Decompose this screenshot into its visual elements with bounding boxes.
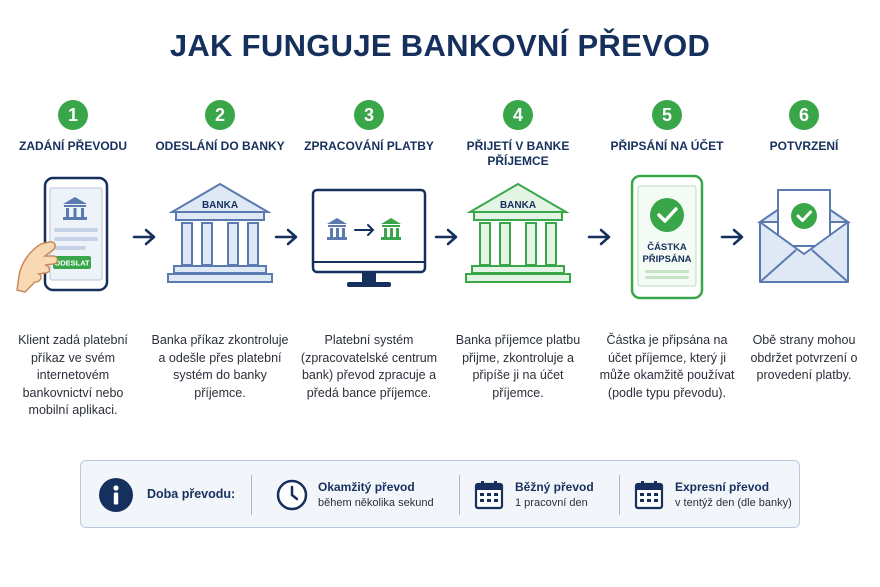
- step-description: Banka příjemce platbu přijme, zkontroluj…: [455, 333, 581, 400]
- option-title: Okamžitý převod: [318, 480, 415, 494]
- option-express: Expresní převod v tentýž den (dle banky): [633, 475, 793, 515]
- bank-building-icon: BANKA: [150, 172, 290, 302]
- step-label: PŘIJETÍ V BANKE PŘÍJEMCE: [466, 139, 570, 168]
- arrow-right-icon: [585, 225, 615, 249]
- step-1: 1 ZADÁNÍ PŘEVODU ODESLAT Klient zadá pla…: [3, 100, 143, 417]
- page-title: JAK FUNGUJE BANKOVNÍ PŘEVOD: [169, 28, 711, 63]
- computer-monitor-icon: [299, 172, 439, 302]
- clock-icon: [276, 479, 308, 511]
- step-2: 2 ODESLÁNÍ DO BANKY BANKA Banka příkaz z…: [150, 100, 290, 400]
- step-number: 6: [789, 100, 819, 130]
- step-3: 3 ZPRACOVÁNÍ PLATBY: [299, 100, 439, 400]
- step-number: 3: [354, 100, 384, 130]
- option-instant: Okamžitý převod během několika sekund: [276, 475, 446, 515]
- option-title: Expresní převod: [675, 480, 770, 494]
- bank-sign: BANKA: [202, 200, 238, 211]
- arrow-right-icon: [130, 225, 160, 249]
- step-label: POTVRZENÍ: [769, 139, 839, 153]
- info-icon: [99, 478, 133, 512]
- screen-text-line1: ČÁSTKA: [647, 241, 687, 253]
- step-description: Banka příkaz zkontroluje a odešle přes p…: [151, 333, 289, 400]
- step-description: Klient zadá platební příkaz ve svém inte…: [18, 333, 128, 417]
- transfer-time-bar: Doba převodu: Okamžitý převod během něko…: [80, 460, 800, 528]
- calendar-icon: [633, 479, 665, 511]
- phone-in-hand-icon: ODESLAT: [3, 172, 143, 302]
- calendar-icon: [473, 479, 505, 511]
- option-standard: Běžný převod 1 pracovní den: [473, 475, 613, 515]
- step-description: Platební systém (zpracovatelské centrum …: [300, 333, 438, 400]
- transfer-time-label: Doba převodu:: [147, 487, 236, 501]
- send-button-label: ODESLAT: [54, 259, 90, 268]
- arrow-right-icon: [432, 225, 462, 249]
- screen-text-line2: PŘIPSÁNA: [642, 253, 691, 265]
- divider: [459, 475, 460, 515]
- step-number: 2: [205, 100, 235, 130]
- option-subtitle: v tentýž den (dle banky): [675, 497, 792, 509]
- step-label: ZADÁNÍ PŘEVODU: [18, 139, 127, 153]
- recipient-bank-icon: BANKA: [448, 172, 588, 302]
- step-number: 4: [503, 100, 533, 130]
- phone-confirmed-icon: ČÁSTKA PŘIPSÁNA: [597, 172, 737, 302]
- divider: [619, 475, 620, 515]
- option-title: Běžný převod: [515, 480, 594, 494]
- step-number: 5: [652, 100, 682, 130]
- step-6: 6 POTVRZENÍ Obě strany mohou obdržet pot…: [734, 100, 874, 382]
- step-label: ZPRACOVÁNÍ PLATBY: [304, 139, 434, 153]
- step-4: 4 PŘIJETÍ V BANKE PŘÍJEMCE BANKA Banka p…: [448, 100, 588, 400]
- step-description: Částka je připsána na účet příjemce, kte…: [599, 333, 735, 400]
- option-subtitle: během několika sekund: [318, 497, 434, 509]
- step-number: 1: [58, 100, 88, 130]
- arrow-right-icon: [272, 225, 302, 249]
- envelope-check-icon: [734, 172, 874, 302]
- step-description: Obě strany mohou obdržet potvrzení o pro…: [750, 333, 858, 382]
- step-5: 5 PŘIPSÁNÍ NA ÚČET ČÁSTKA PŘIPSÁNA Částk…: [597, 100, 737, 400]
- divider: [251, 475, 252, 515]
- step-label: PŘIPSÁNÍ NA ÚČET: [610, 139, 724, 153]
- bank-sign: BANKA: [500, 200, 536, 211]
- step-label: ODESLÁNÍ DO BANKY: [155, 139, 285, 153]
- option-subtitle: 1 pracovní den: [515, 497, 588, 509]
- arrow-right-icon: [718, 225, 748, 249]
